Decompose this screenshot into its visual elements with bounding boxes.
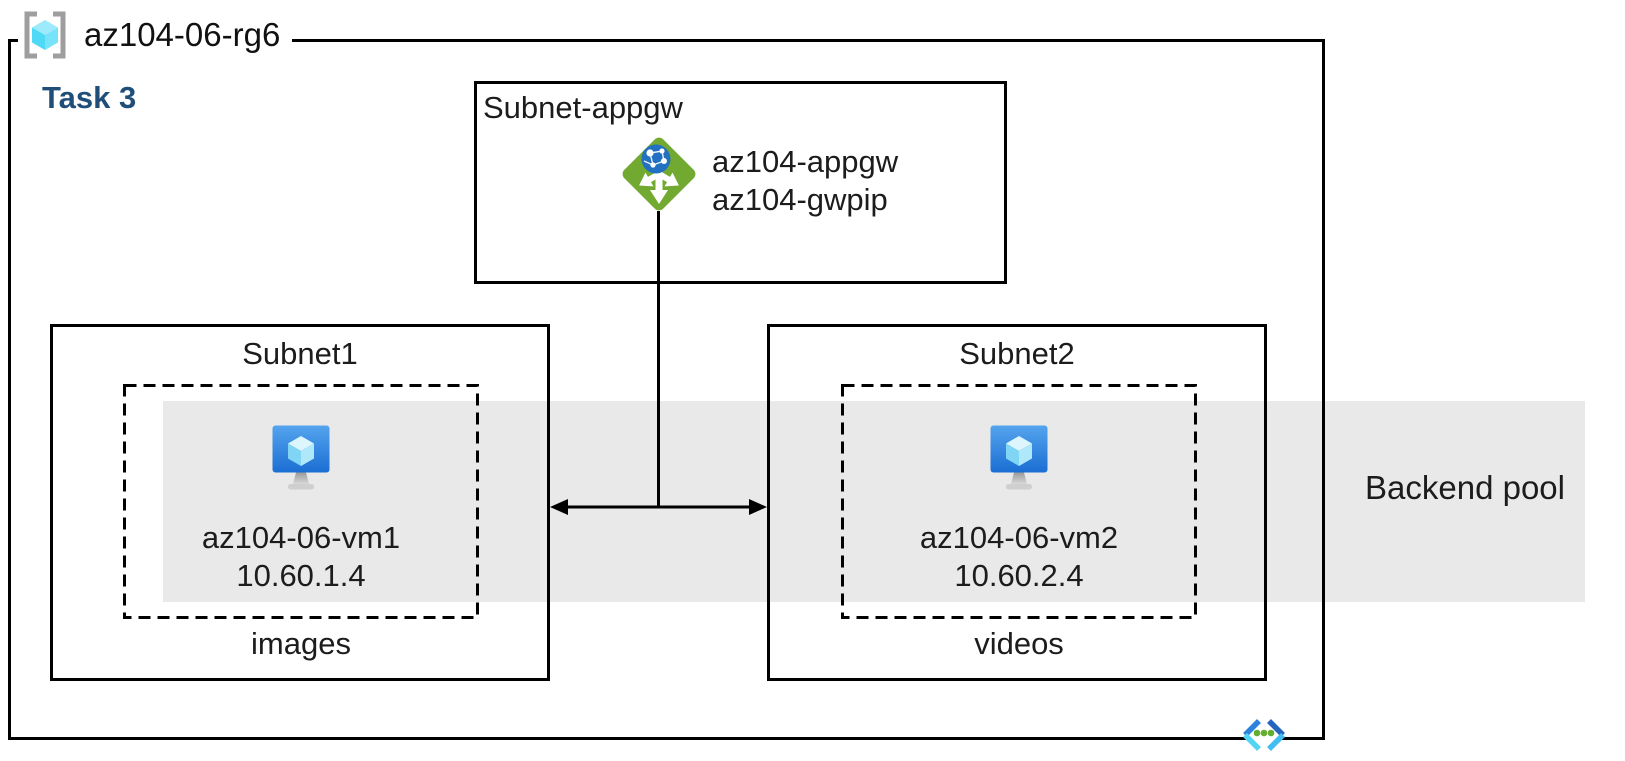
- subnet-appgw-box: Subnet-appgw: [474, 81, 1007, 284]
- virtual-machine-icon: [272, 425, 330, 490]
- virtual-machine-icon: [990, 425, 1048, 490]
- subnet1-vm-group-dashed-box: [123, 384, 479, 619]
- subnet2-vm-group-dashed-box: [841, 384, 1197, 619]
- appgw-public-ip-name: az104-gwpip: [712, 182, 888, 217]
- backend-pool-label: Backend pool: [1365, 469, 1565, 506]
- backend-pool-band: Backend pool: [163, 401, 1585, 602]
- subnet1-vm-name: az104-06-vm1: [201, 520, 401, 555]
- subnet2-vm-name: az104-06-vm2: [919, 520, 1119, 555]
- subnet1-box: Subnet1: [50, 324, 550, 681]
- subnet1-vm-ip: 10.60.1.4: [236, 558, 366, 593]
- subnet2-caption: videos: [974, 626, 1064, 661]
- subnet1-label: Subnet1: [242, 336, 358, 371]
- resource-group-box: [8, 39, 1325, 740]
- subnet2-label: Subnet2: [959, 336, 1075, 371]
- resource-group-icon: [24, 11, 66, 59]
- subnet2-vm-ip: 10.60.2.4: [954, 558, 1084, 593]
- task-label: Task 3: [42, 80, 137, 115]
- resource-group-header: az104-06-rg6: [18, 10, 293, 60]
- appgw-name: az104-appgw: [712, 144, 899, 179]
- subnet2-box: Subnet2: [767, 324, 1267, 681]
- gateway-connector-arrows: [550, 211, 767, 515]
- application-gateway-icon: [622, 137, 696, 211]
- appgw-labels: az104-appgw az104-gwpip: [712, 143, 898, 219]
- subnet1-caption: images: [251, 626, 351, 661]
- resource-group-name: az104-06-rg6: [84, 16, 281, 53]
- virtual-network-icon: [1243, 719, 1285, 751]
- subnet-appgw-label: Subnet-appgw: [483, 90, 683, 125]
